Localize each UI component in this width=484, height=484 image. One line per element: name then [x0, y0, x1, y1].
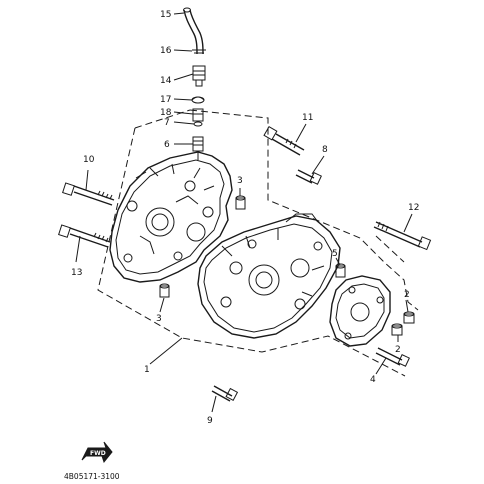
bolt-12: [373, 221, 432, 251]
diagram-code: 4B05171-3100: [64, 472, 120, 481]
callout-11: 11: [302, 113, 313, 123]
callout-13: 13: [71, 268, 82, 278]
dowel-pin-2-upper: [403, 311, 415, 324]
assembly-boundary: [97, 109, 419, 377]
callout-5: 5: [332, 249, 338, 259]
dowel-pin-3-lower: [159, 283, 170, 298]
callout-18: 18: [160, 108, 172, 118]
callout-3-upper: 3: [237, 176, 243, 186]
bolt-10: [62, 182, 115, 206]
callout-10: 10: [83, 155, 95, 165]
bolts-and-dowels: [58, 125, 432, 402]
callout-9: 9: [207, 416, 213, 426]
dowel-pin-3-upper: [235, 195, 246, 210]
callout-14: 14: [160, 76, 172, 86]
leader-lines: [75, 12, 413, 413]
bolt-9: [211, 385, 239, 402]
callout-3-lower: 3: [156, 314, 162, 324]
callout-16: 16: [160, 46, 172, 56]
breather-hose-assembly: [183, 7, 206, 160]
right-crankcase-half: [197, 213, 341, 339]
callout-7: 7: [164, 118, 170, 128]
bolt-11: [263, 125, 305, 156]
callout-8: 8: [322, 145, 328, 155]
dowel-pin-2-lower: [391, 323, 403, 336]
callout-6: 6: [164, 140, 170, 150]
callout-1: 1: [144, 365, 150, 375]
callout-15: 15: [160, 10, 171, 20]
bolt-13: [58, 224, 111, 248]
callout-4: 4: [370, 375, 376, 385]
bolt-8: [295, 169, 322, 185]
callout-2-lower: 2: [395, 345, 401, 355]
side-cover: [329, 275, 391, 347]
bolt-4: [375, 347, 410, 367]
forward-arrow-icon: FWD: [81, 441, 113, 464]
callout-12: 12: [408, 203, 419, 213]
left-crankcase-half: [109, 151, 233, 283]
fwd-label: FWD: [90, 450, 106, 457]
dowel-pin-5: [335, 263, 346, 278]
callout-2-upper: 2: [404, 290, 410, 300]
callout-labels: 15 16 14 17 18 7 6 10 3 11 8 12 13 3 5 2…: [71, 10, 419, 426]
callout-17: 17: [160, 95, 171, 105]
